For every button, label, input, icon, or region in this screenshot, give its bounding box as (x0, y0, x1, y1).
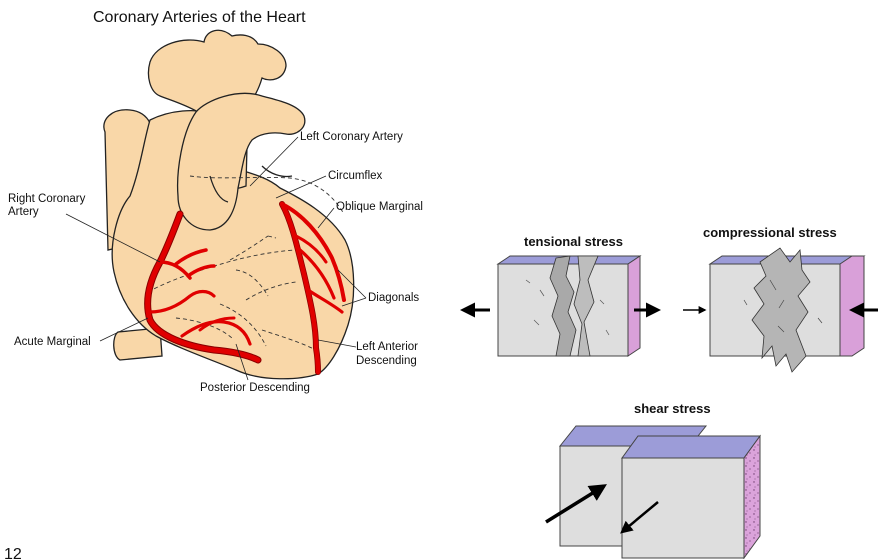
label-diagonals: Diagonals (368, 292, 419, 304)
tensional-stress-diagram: tensional stress (463, 234, 658, 356)
label-right-coronary-artery-line1: Right Coronary (8, 193, 86, 205)
shear-stress-diagram: shear stress (546, 401, 760, 558)
label-left-anterior-descending-line2: Descending (356, 355, 417, 367)
label-posterior-descending: Posterior Descending (200, 382, 310, 394)
heart-diagram: Coronary Arteries of the Heart (8, 9, 423, 394)
label-circumflex: Circumflex (328, 170, 383, 182)
label-acute-marginal: Acute Marginal (14, 336, 91, 348)
heart-title: Coronary Arteries of the Heart (93, 9, 306, 26)
tensional-block-side (628, 256, 640, 356)
label-oblique-marginal: Oblique Marginal (336, 201, 423, 213)
shear-right-block-front (622, 458, 744, 558)
compressional-stress-label: compressional stress (703, 225, 837, 240)
page-number: 12 (4, 546, 22, 559)
shear-right-block-top (622, 436, 760, 458)
label-right-coronary-artery-line2: Artery (8, 206, 39, 218)
shear-right-block-side (744, 436, 760, 558)
tensional-stress-label: tensional stress (524, 234, 623, 249)
compressional-stress-diagram: compressional stress (683, 225, 878, 372)
label-left-anterior-descending-line1: Left Anterior (356, 341, 418, 353)
shear-stress-label: shear stress (634, 401, 711, 416)
label-left-coronary-artery: Left Coronary Artery (300, 131, 403, 143)
compressional-block-side (840, 256, 864, 356)
